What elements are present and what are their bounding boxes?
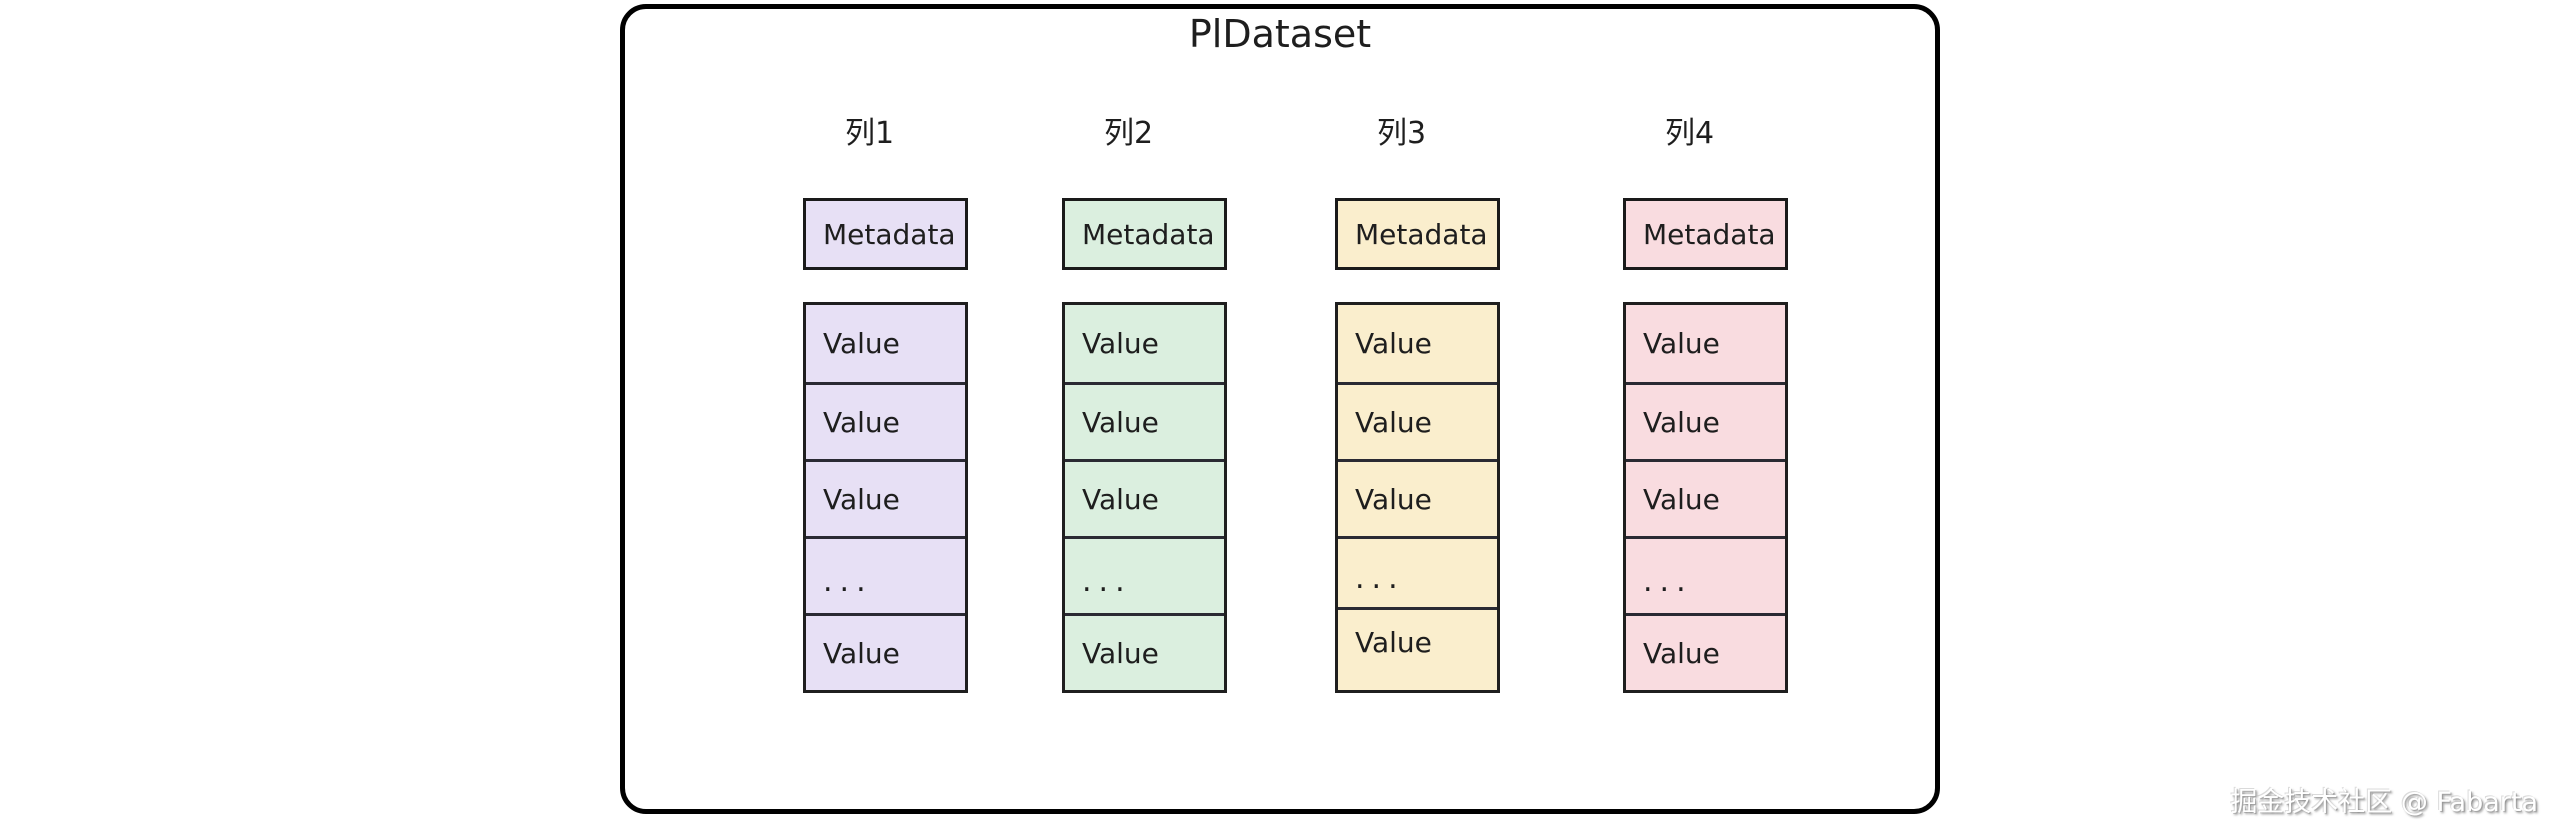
diagram-title: PlDataset bbox=[1188, 12, 1372, 56]
column-3-value-cell: Value bbox=[1338, 305, 1497, 382]
column-1: 列1 Metadata Value Value Value ... Value bbox=[803, 0, 968, 840]
column-3-value-stack: Value Value Value ... Value bbox=[1335, 302, 1500, 693]
column-1-value-cell: Value bbox=[806, 382, 965, 459]
column-1-value-cell: Value bbox=[806, 613, 965, 690]
column-4-value-cell: Value bbox=[1626, 305, 1785, 382]
column-3-header: 列3 bbox=[1376, 116, 1427, 151]
column-2-value-cell: Value bbox=[1065, 613, 1224, 690]
column-4-value-cell: Value bbox=[1626, 459, 1785, 536]
column-2-value-cell: Value bbox=[1065, 459, 1224, 536]
column-2-ellipsis-cell: ... bbox=[1065, 536, 1224, 613]
column-2-value-cell: Value bbox=[1065, 305, 1224, 382]
column-2-metadata-box: Metadata bbox=[1062, 198, 1227, 270]
column-2-value-stack: Value Value Value ... Value bbox=[1062, 302, 1227, 693]
column-3-value-cell: Value bbox=[1338, 382, 1497, 459]
column-4-header: 列4 bbox=[1664, 116, 1715, 151]
column-3-ellipsis-cell: ... bbox=[1338, 536, 1497, 607]
column-2-metadata-label: Metadata bbox=[1082, 217, 1215, 251]
column-3-metadata-box: Metadata bbox=[1335, 198, 1500, 270]
column-1-metadata-label: Metadata bbox=[823, 217, 956, 251]
column-1-header: 列1 bbox=[844, 116, 895, 151]
column-4-value-cell: Value bbox=[1626, 613, 1785, 690]
column-2-header: 列2 bbox=[1103, 116, 1154, 151]
column-1-value-cell: Value bbox=[806, 305, 965, 382]
column-2-value-cell: Value bbox=[1065, 382, 1224, 459]
dataset-outline-box bbox=[620, 4, 1940, 814]
column-3-value-cell: Value bbox=[1338, 607, 1497, 690]
column-4-metadata-box: Metadata bbox=[1623, 198, 1788, 270]
column-4-metadata-label: Metadata bbox=[1643, 217, 1776, 251]
column-1-metadata-box: Metadata bbox=[803, 198, 968, 270]
column-1-value-stack: Value Value Value ... Value bbox=[803, 302, 968, 693]
column-4-value-stack: Value Value Value ... Value bbox=[1623, 302, 1788, 693]
column-3: 列3 Metadata Value Value Value ... Value bbox=[1335, 0, 1500, 840]
column-1-value-cell: Value bbox=[806, 459, 965, 536]
watermark: 掘金技术社区 @ Fabarta bbox=[2230, 787, 2538, 818]
column-1-ellipsis-cell: ... bbox=[806, 536, 965, 613]
column-2: 列2 Metadata Value Value Value ... Value bbox=[1062, 0, 1227, 840]
column-4: 列4 Metadata Value Value Value ... Value bbox=[1623, 0, 1788, 840]
column-4-value-cell: Value bbox=[1626, 382, 1785, 459]
column-3-value-cell: Value bbox=[1338, 459, 1497, 536]
column-3-metadata-label: Metadata bbox=[1355, 217, 1488, 251]
column-4-ellipsis-cell: ... bbox=[1626, 536, 1785, 613]
